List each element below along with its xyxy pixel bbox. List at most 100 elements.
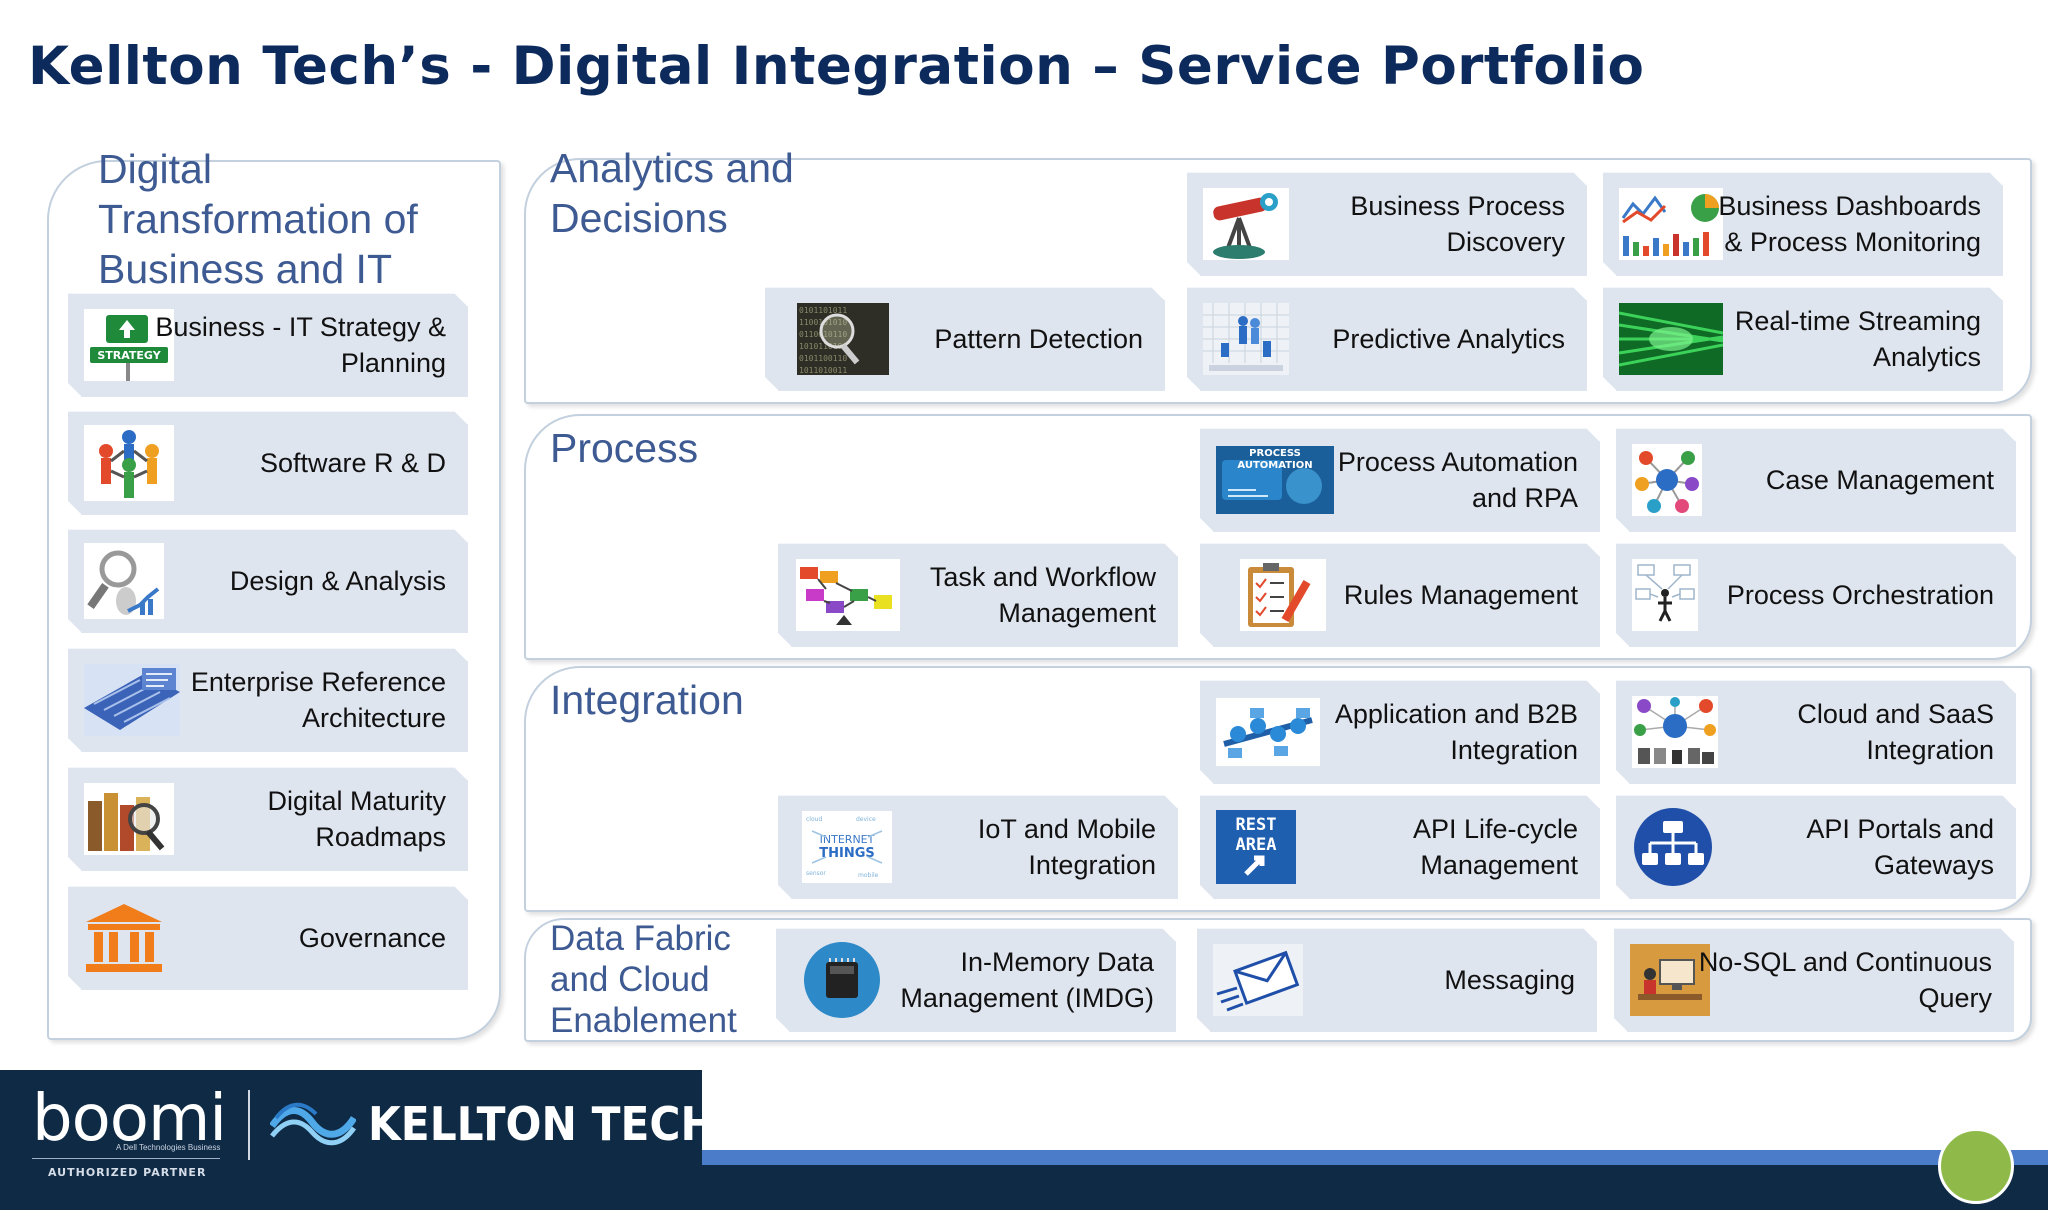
card-label: Digital Maturity Roadmaps bbox=[267, 786, 446, 852]
binary-magnifier-icon: 01011010111100101010 0110010110101011010… bbox=[797, 303, 889, 375]
card-api-lifecycle-management[interactable]: REST AREA API Life-cycle Management bbox=[1200, 795, 1600, 899]
card-cloud-saas-integration[interactable]: Cloud and SaaS Integration bbox=[1616, 680, 2016, 784]
card-label: Rules Management bbox=[1343, 580, 1578, 610]
card-api-portals-gateways[interactable]: API Portals and Gateways bbox=[1616, 795, 2016, 899]
logo-divider bbox=[248, 1090, 250, 1160]
b2b-network-icon bbox=[1216, 698, 1320, 766]
card-task-workflow-management[interactable]: Task and Workflow Management bbox=[778, 543, 1178, 647]
process-automation-icon: PROCESS AUTOMATION bbox=[1216, 446, 1334, 514]
card-business-dashboards[interactable]: Business Dashboards & Process Monitoring bbox=[1603, 172, 2003, 276]
rest-area-sign-icon: REST AREA bbox=[1216, 810, 1296, 884]
card-label: Cloud and SaaS Integration bbox=[1797, 699, 1994, 765]
strategy-sign-icon: STRATEGY bbox=[84, 309, 174, 381]
process-title: Process bbox=[550, 425, 699, 471]
card-business-it-strategy[interactable]: STRATEGY Business - IT Strategy & Planni… bbox=[68, 293, 468, 397]
card-label: Task and Workflow Management bbox=[929, 562, 1156, 628]
partner-logo-box bbox=[0, 1070, 702, 1210]
svg-text:PROCESS: PROCESS bbox=[1249, 448, 1301, 459]
nosql-workstation-icon bbox=[1630, 944, 1710, 1016]
card-label: Governance bbox=[298, 923, 446, 953]
workflow-blocks-icon bbox=[796, 559, 900, 631]
svg-text:INTERNET: INTERNET bbox=[820, 833, 875, 846]
card-design-analysis[interactable]: Design & Analysis bbox=[68, 529, 468, 633]
card-label: IoT and Mobile Integration bbox=[977, 814, 1156, 880]
boomi-underline bbox=[32, 1158, 220, 1159]
integration-title: Integration bbox=[550, 677, 744, 723]
data-fabric-title: Data Fabric and Cloud Enablement bbox=[550, 919, 737, 1040]
card-label: Process Orchestration bbox=[1726, 580, 1994, 610]
clipboard-checklist-icon bbox=[1240, 559, 1326, 631]
card-label: Design & Analysis bbox=[229, 566, 446, 596]
card-label: Pattern Detection bbox=[934, 324, 1143, 354]
card-label: Business Dashboards & Process Monitoring bbox=[1718, 191, 1981, 257]
cloud-devices-icon bbox=[1632, 696, 1718, 768]
blueprint-icon bbox=[84, 664, 180, 736]
kellton-wave-icon bbox=[269, 1096, 357, 1150]
card-enterprise-reference-architecture[interactable]: Enterprise Reference Architecture bbox=[68, 648, 468, 752]
predictive-people-icon bbox=[1203, 303, 1289, 375]
svg-text:STRATEGY: STRATEGY bbox=[97, 349, 161, 362]
svg-text:device: device bbox=[856, 816, 876, 823]
card-real-time-streaming-analytics[interactable]: Real-time Streaming Analytics bbox=[1603, 287, 2003, 391]
card-predictive-analytics[interactable]: Predictive Analytics bbox=[1187, 287, 1587, 391]
svg-text:0110010110: 0110010110 bbox=[799, 330, 847, 339]
card-label: Messaging bbox=[1444, 965, 1575, 995]
kellton-logo-text: KELLTON TECH bbox=[368, 1097, 716, 1151]
telescope-icon bbox=[1203, 188, 1289, 260]
card-label: Software R & D bbox=[259, 448, 446, 478]
orchestration-figure-icon bbox=[1632, 559, 1698, 631]
card-label: In-Memory Data Management (IMDG) bbox=[900, 947, 1154, 1013]
svg-text:sensor: sensor bbox=[806, 870, 826, 877]
card-case-management[interactable]: Case Management bbox=[1616, 428, 2016, 532]
slide-title: Kellton Tech’s - Digital Integration – S… bbox=[28, 36, 1645, 97]
card-label: Real-time Streaming Analytics bbox=[1734, 306, 1981, 372]
svg-text:mobile: mobile bbox=[858, 872, 879, 879]
svg-text:0101101011: 0101101011 bbox=[799, 306, 847, 315]
card-label: Application and B2B Integration bbox=[1334, 699, 1578, 765]
card-governance[interactable]: Governance bbox=[68, 886, 468, 990]
svg-text:AUTOMATION: AUTOMATION bbox=[1237, 460, 1312, 471]
green-stream-icon bbox=[1619, 303, 1723, 375]
svg-text:1011010011: 1011010011 bbox=[799, 366, 847, 375]
magnifier-chart-icon bbox=[84, 543, 164, 619]
card-nosql-continuous-query[interactable]: No-SQL and Continuous Query bbox=[1614, 928, 2014, 1032]
internet-of-things-icon: cloud device sensor mobile INTERNET THINGS bbox=[802, 811, 892, 883]
card-pattern-detection[interactable]: 01011010111100101010 0110010110101011010… bbox=[765, 287, 1165, 391]
card-label: Enterprise Reference Architecture bbox=[190, 667, 446, 733]
svg-text:REST: REST bbox=[1236, 815, 1277, 835]
boomi-tagline: A Dell Technologies Business bbox=[116, 1143, 221, 1152]
card-software-rnd[interactable]: Software R & D bbox=[68, 411, 468, 515]
card-business-process-discovery[interactable]: Business Process Discovery bbox=[1187, 172, 1587, 276]
api-hierarchy-icon bbox=[1632, 807, 1714, 887]
card-label: API Life-cycle Management bbox=[1412, 814, 1578, 880]
card-digital-maturity-roadmaps[interactable]: Digital Maturity Roadmaps bbox=[68, 767, 468, 871]
svg-text:THINGS: THINGS bbox=[819, 846, 875, 861]
card-label: Case Management bbox=[1765, 465, 1994, 495]
card-process-orchestration[interactable]: Process Orchestration bbox=[1616, 543, 2016, 647]
svg-text:cloud: cloud bbox=[806, 816, 822, 823]
card-application-b2b-integration[interactable]: Application and B2B Integration bbox=[1200, 680, 1600, 784]
svg-text:0101100110: 0101100110 bbox=[799, 354, 847, 363]
memory-chip-icon bbox=[802, 940, 882, 1020]
network-nodes-icon bbox=[1632, 444, 1702, 516]
card-label: Predictive Analytics bbox=[1332, 324, 1565, 354]
card-label: No-SQL and Continuous Query bbox=[1698, 947, 1992, 1013]
envelope-icon bbox=[1213, 944, 1303, 1016]
books-magnifier-icon bbox=[84, 783, 174, 855]
card-messaging[interactable]: Messaging bbox=[1197, 928, 1597, 1032]
card-rules-management[interactable]: Rules Management bbox=[1200, 543, 1600, 647]
green-circle-decoration bbox=[1938, 1128, 2014, 1204]
people-circle-icon bbox=[84, 425, 174, 501]
dashboard-charts-icon bbox=[1619, 188, 1723, 260]
digital-transformation-title: Digital Transformation of Business and I… bbox=[98, 146, 418, 292]
card-in-memory-data-management[interactable]: In-Memory Data Management (IMDG) bbox=[776, 928, 1176, 1032]
svg-text:AREA: AREA bbox=[1236, 835, 1277, 855]
analytics-title: Analytics and Decisions bbox=[550, 145, 794, 241]
card-label: Business Process Discovery bbox=[1350, 191, 1565, 257]
card-label: API Portals and Gateways bbox=[1806, 814, 1994, 880]
pillars-building-icon bbox=[84, 900, 164, 976]
card-process-automation-rpa[interactable]: PROCESS AUTOMATION Process Automation an… bbox=[1200, 428, 1600, 532]
card-label: Business - IT Strategy & Planning bbox=[155, 312, 446, 378]
